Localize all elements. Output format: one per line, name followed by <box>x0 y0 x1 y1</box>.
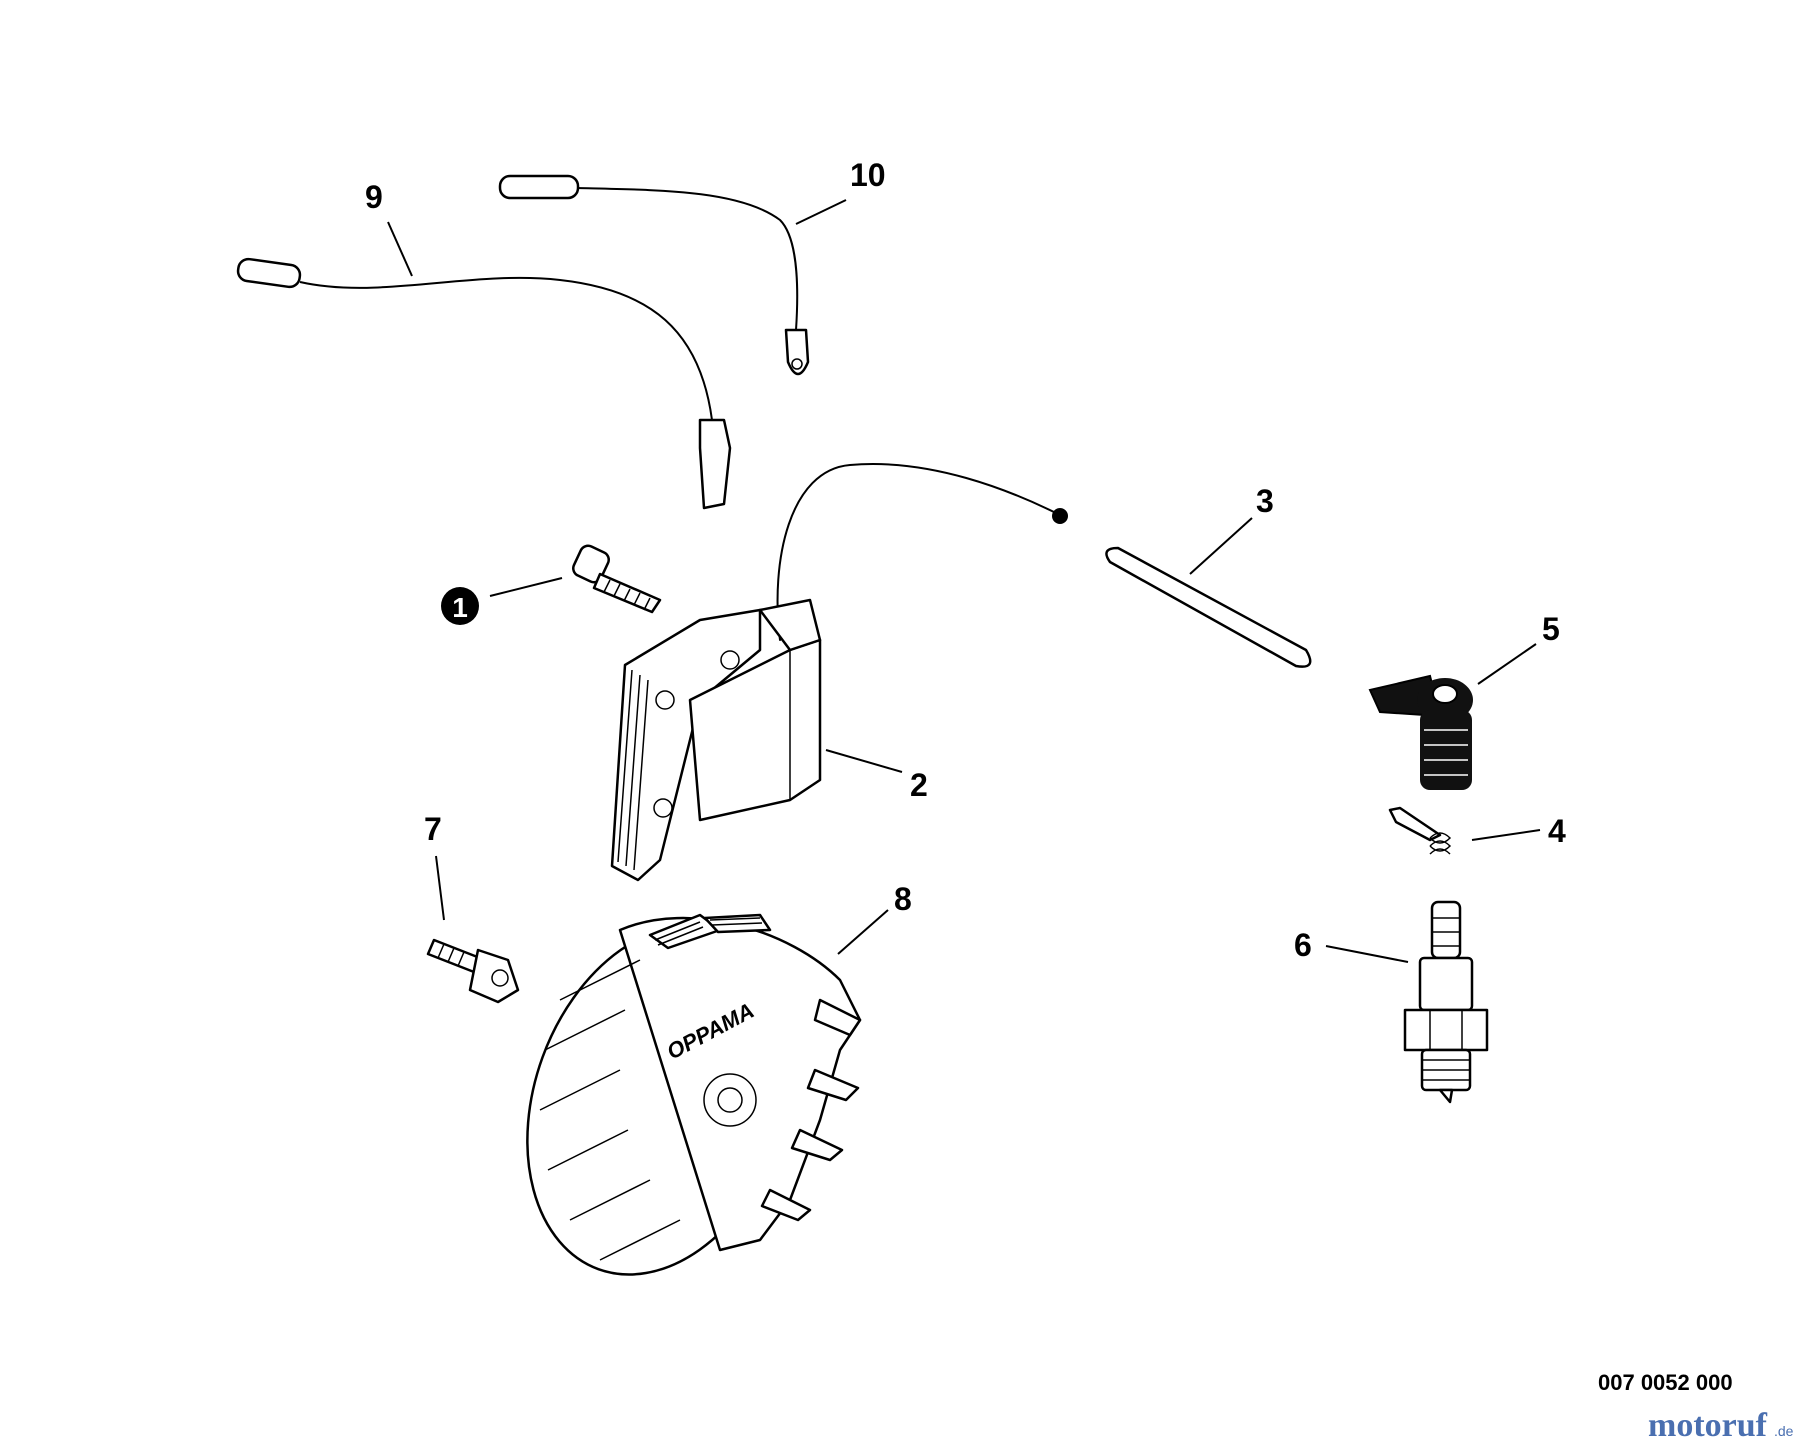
callout-labels: 9 10 1 2 3 5 4 6 7 8 <box>365 157 1566 963</box>
part-5-spark-cap <box>1368 674 1473 790</box>
part-1-bolt <box>572 544 662 614</box>
drawing-code: 007 0052 000 <box>1598 1370 1733 1395</box>
callout-9: 9 <box>365 179 383 215</box>
part-9-wire <box>236 257 732 510</box>
watermark-suffix: .de <box>1774 1423 1794 1439</box>
callout-3: 3 <box>1256 483 1274 519</box>
callout-8: 8 <box>894 881 912 917</box>
callout-10: 10 <box>850 157 886 193</box>
part-6-spark-plug <box>1403 900 1489 1104</box>
part-8-flywheel: OPPAMA <box>526 913 862 1276</box>
watermark-text: motoruf <box>1648 1407 1768 1444</box>
callout-2: 2 <box>910 767 928 803</box>
part-2-ignition-coil <box>610 463 1068 882</box>
leader-lines <box>387 199 1541 963</box>
callout-1: 1 <box>441 587 479 625</box>
part-7-nut <box>426 938 520 1004</box>
part-10-wire <box>498 174 810 376</box>
watermark-logo: motoruf .de <box>1648 1407 1794 1444</box>
callout-4: 4 <box>1548 813 1566 849</box>
part-3-tube <box>1105 546 1312 668</box>
callout-1-label: 1 <box>452 592 468 623</box>
callout-6: 6 <box>1294 927 1312 963</box>
callout-7: 7 <box>424 811 442 847</box>
part-4-spring-clip <box>1388 806 1452 855</box>
callout-5: 5 <box>1542 611 1560 647</box>
